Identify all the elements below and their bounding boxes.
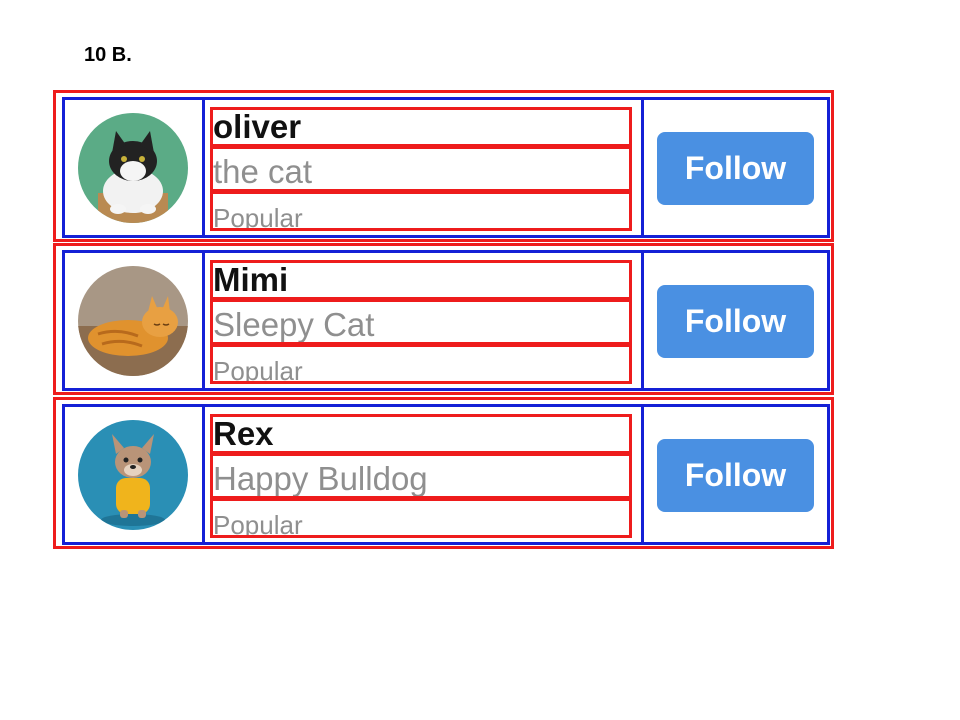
profile-name: oliver xyxy=(213,108,302,145)
profile-tag: Popular xyxy=(213,356,303,384)
profile-card: oliver the cat Popular Follow xyxy=(53,90,834,242)
description-field: Happy Bulldog xyxy=(210,453,632,499)
action-column: Follow xyxy=(641,404,830,545)
orange-cat-avatar xyxy=(78,266,188,376)
profile-description: the cat xyxy=(213,153,313,190)
profile-tag: Popular xyxy=(213,510,303,538)
info-column: Rex Happy Bulldog Popular xyxy=(202,404,644,545)
tag-field: Popular xyxy=(210,191,632,231)
name-field: Mimi xyxy=(210,260,632,300)
tag-field: Popular xyxy=(210,344,632,384)
info-column: oliver the cat Popular xyxy=(202,97,644,238)
profile-card: Rex Happy Bulldog Popular Follow xyxy=(53,397,834,549)
orange-cat-photo-icon xyxy=(78,266,188,376)
profile-name: Mimi xyxy=(213,261,289,298)
profile-card: Mimi Sleepy Cat Popular Follow xyxy=(53,243,834,395)
avatar-column xyxy=(62,250,205,391)
action-column: Follow xyxy=(641,97,830,238)
name-field: oliver xyxy=(210,107,632,147)
cat-avatar xyxy=(78,113,188,223)
follow-button[interactable]: Follow xyxy=(657,439,814,512)
tag-field: Popular xyxy=(210,498,632,538)
avatar-column xyxy=(62,404,205,545)
profile-description: Sleepy Cat xyxy=(213,306,375,343)
follow-button[interactable]: Follow xyxy=(657,132,814,205)
page-heading: 10 B. xyxy=(84,44,132,66)
profile-tag: Popular xyxy=(213,203,303,231)
description-field: Sleepy Cat xyxy=(210,299,632,345)
name-field: Rex xyxy=(210,414,632,454)
cat-photo-icon xyxy=(78,113,188,223)
info-column: Mimi Sleepy Cat Popular xyxy=(202,250,644,391)
profile-name: Rex xyxy=(213,415,274,452)
description-field: the cat xyxy=(210,146,632,192)
action-column: Follow xyxy=(641,250,830,391)
profile-description: Happy Bulldog xyxy=(213,460,428,497)
avatar-column xyxy=(62,97,205,238)
follow-button[interactable]: Follow xyxy=(657,285,814,358)
bulldog-avatar xyxy=(78,420,188,530)
bulldog-photo-icon xyxy=(78,420,188,530)
